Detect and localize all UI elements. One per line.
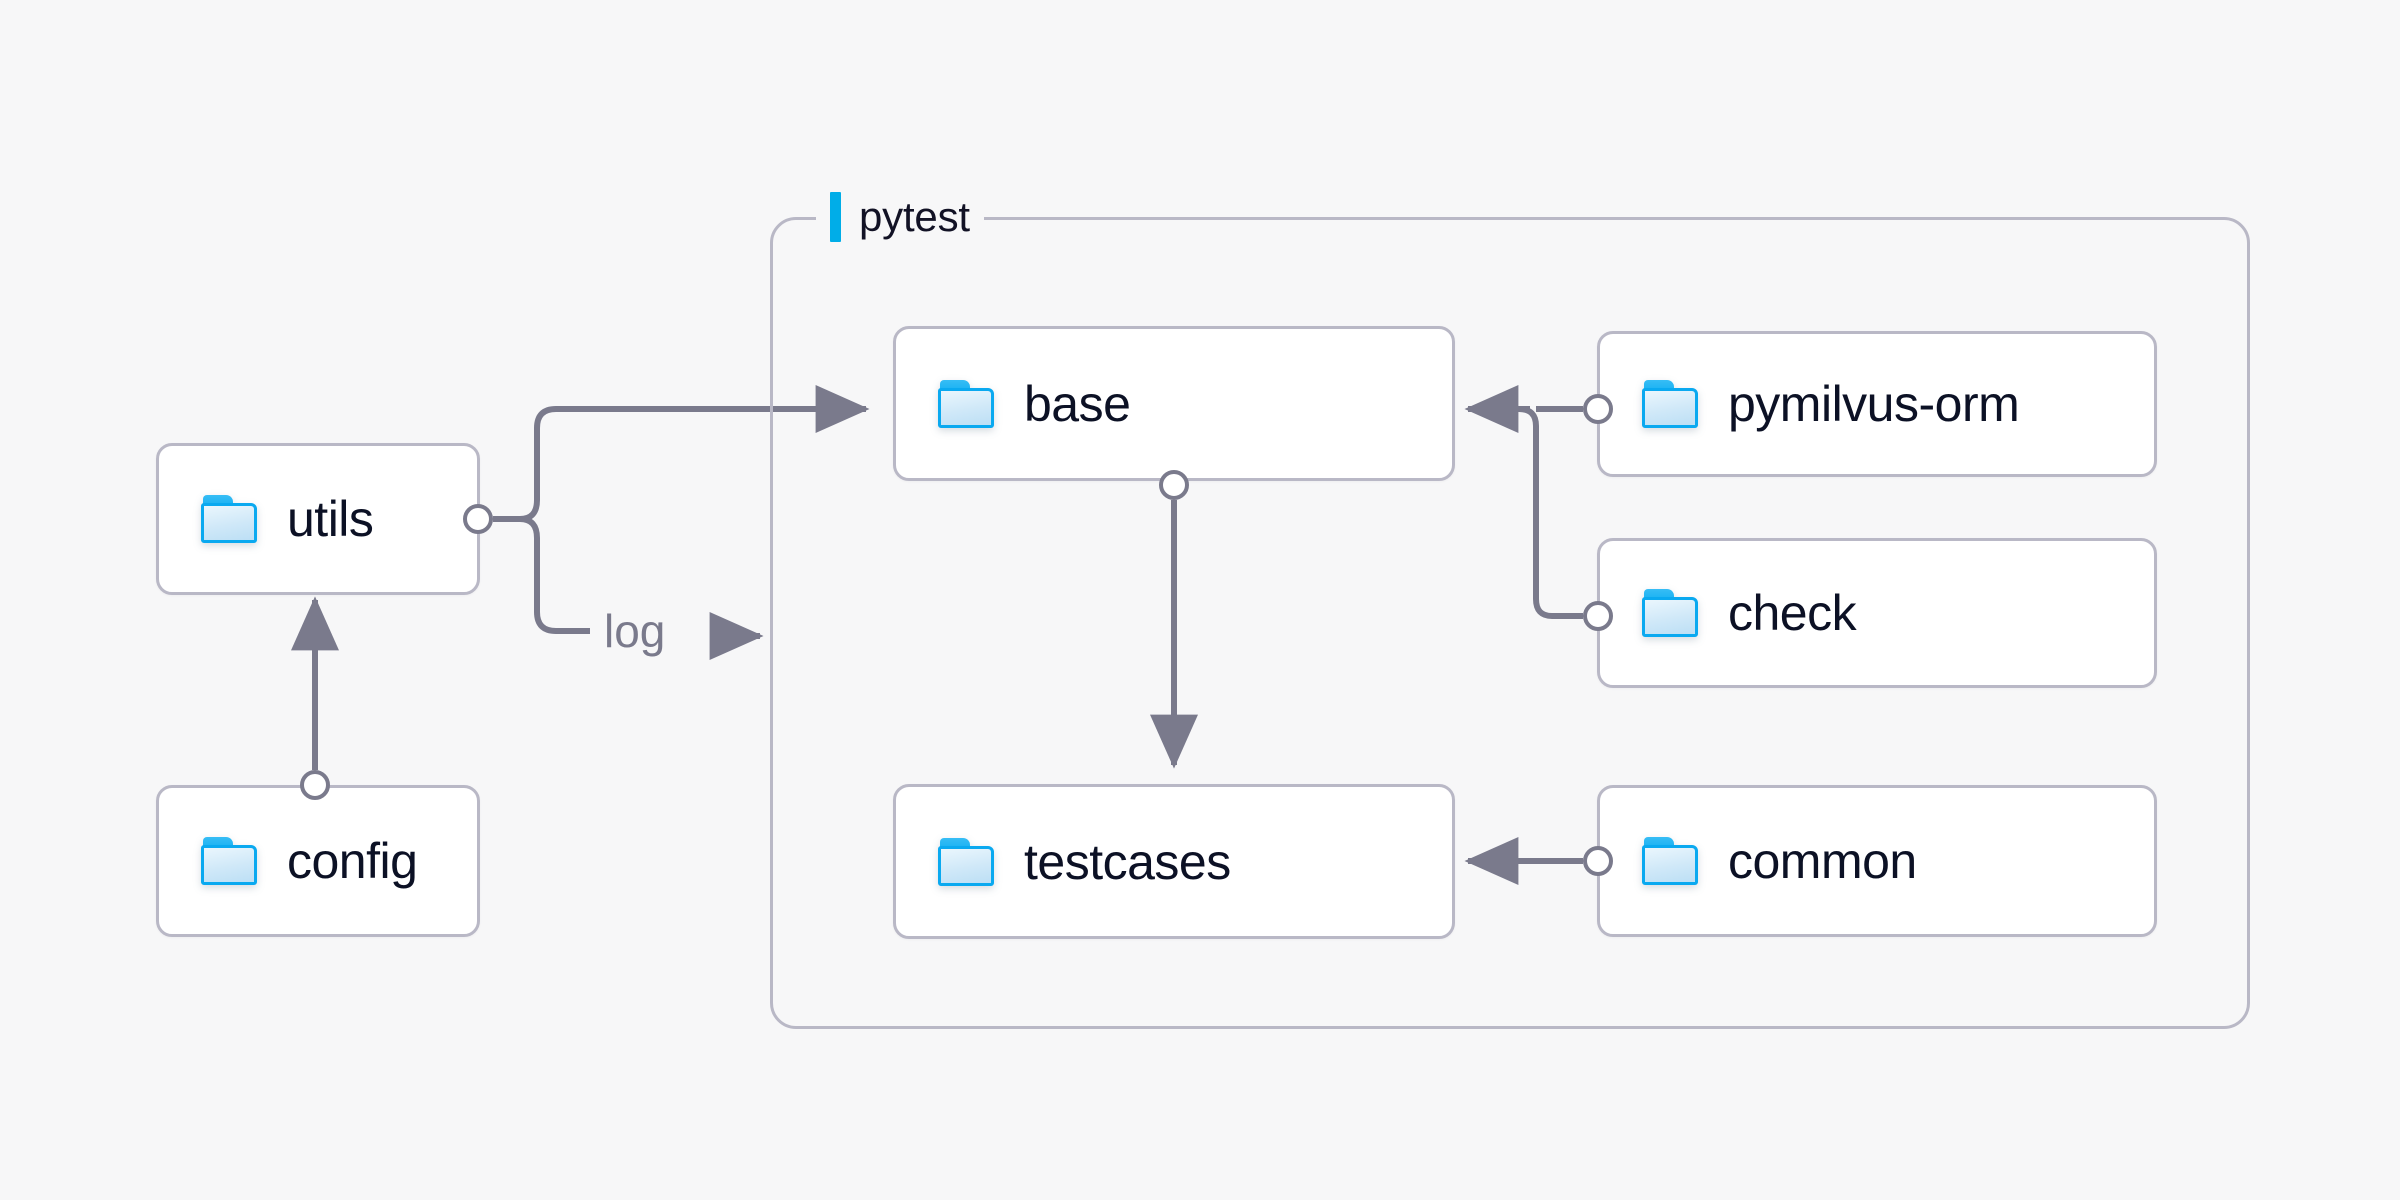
group-pytest-title: pytest (816, 186, 984, 248)
node-check[interactable]: check (1597, 538, 2157, 688)
node-check-label: check (1728, 585, 1857, 641)
folder-icon (938, 837, 994, 886)
folder-icon (1642, 589, 1698, 637)
node-testcases-label: testcases (1024, 833, 1231, 890)
node-config-label: config (287, 833, 418, 889)
edge-utils-to-base (519, 385, 870, 522)
edge-utils-to-log (519, 516, 590, 634)
folder-icon (1642, 380, 1698, 428)
node-common[interactable]: common (1597, 785, 2157, 937)
folder-icon (201, 837, 257, 885)
port-base-bottom[interactable] (1159, 470, 1189, 500)
folder-icon (201, 495, 257, 543)
accent-bar-icon (830, 192, 841, 242)
folder-icon (1642, 837, 1698, 885)
port-common-left[interactable] (1583, 846, 1613, 876)
node-pymilvus-orm-label: pymilvus-orm (1728, 376, 2020, 432)
folder-icon (938, 379, 994, 428)
port-config-top[interactable] (300, 770, 330, 800)
node-testcases[interactable]: testcases (893, 784, 1455, 939)
node-base-label: base (1024, 375, 1131, 432)
node-utils-label: utils (287, 491, 374, 547)
port-check-left[interactable] (1583, 601, 1613, 631)
node-utils[interactable]: utils (156, 443, 480, 595)
group-title-label: pytest (859, 193, 970, 240)
edge-label-log: log (604, 605, 666, 657)
node-base[interactable]: base (893, 326, 1455, 481)
port-utils-right[interactable] (463, 504, 493, 534)
node-pymilvus-orm[interactable]: pymilvus-orm (1597, 331, 2157, 477)
port-pymilvus-orm-left[interactable] (1583, 394, 1613, 424)
node-config[interactable]: config (156, 785, 480, 937)
group-pytest[interactable] (770, 217, 2250, 1029)
node-common-label: common (1728, 833, 1917, 889)
